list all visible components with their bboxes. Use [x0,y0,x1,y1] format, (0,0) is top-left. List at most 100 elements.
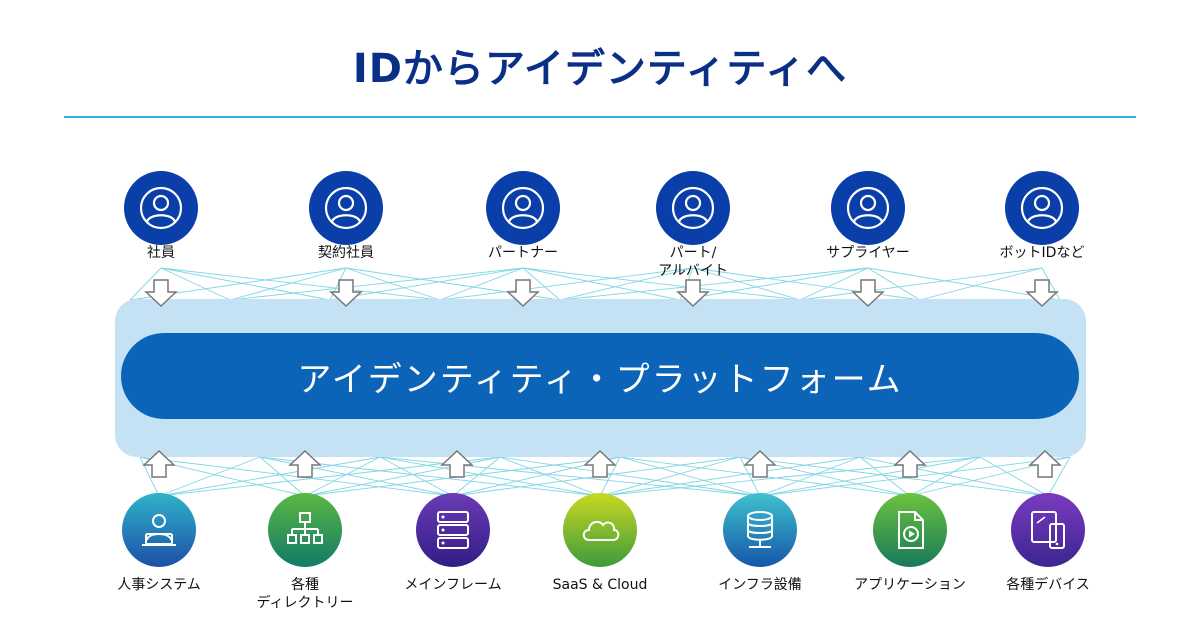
source-node-applications [873,493,947,567]
up-arrow-icon [583,449,617,478]
person-laptop-icon [142,514,176,546]
connector-line [867,267,921,301]
source-node-directories [268,493,342,567]
up-arrow-icon [142,449,176,478]
connector-line [522,267,561,301]
up-arrow-icon [288,449,322,478]
connector-line [859,456,1049,497]
connector-line [158,456,381,497]
source-node-hr-system [122,493,196,567]
platform-label: アイデンティティ・プラットフォーム [297,359,903,400]
title-divider [64,116,1136,118]
devices-icon [1031,511,1065,549]
down-arrow-icon [1025,279,1059,308]
connector-line [919,267,1043,301]
user-node-partner [486,171,560,245]
connector-line [259,456,306,497]
user-label-employee: 社員 [147,245,175,261]
connector-line [522,267,801,301]
user-icon [139,186,183,230]
source-label-directories: 各種ディレクトリー [256,577,354,611]
down-arrow-icon [506,279,540,308]
user-node-bot-id [1005,171,1079,245]
user-label-contract-employee: 契約社員 [318,245,374,261]
connector-line [599,456,621,497]
connector-line [304,456,381,497]
diagram-title: IDからアイデンティティへ [352,46,848,92]
connector-line [329,267,524,301]
user-label-part-time: パート/アルバイト [658,245,728,279]
connector-line [158,456,261,497]
user-icon [501,186,545,230]
source-label-mainframe: メインフレーム [404,577,502,593]
connector-line [129,267,162,301]
cloud-icon [582,520,620,541]
down-arrow-icon [851,279,885,308]
user-node-part-time [656,171,730,245]
connector-line [739,456,1049,497]
user-label-supplier: サプライヤー [826,245,910,261]
connector-line [229,267,347,301]
connector-line [499,456,761,497]
up-arrow-icon [743,449,777,478]
connector-line [379,456,601,497]
connector-line [139,456,454,497]
connector-line [1041,267,1061,301]
connector-line [859,456,911,497]
connector-line [692,267,921,301]
source-node-saas-cloud [563,493,637,567]
up-arrow-icon [440,449,474,478]
connector-line [439,267,694,301]
connector-line [379,456,454,497]
source-label-devices: 各種デバイス [1006,577,1090,593]
user-node-contract-employee [309,171,383,245]
connector-line [439,267,524,301]
connector-line [522,267,681,301]
connector-line [799,267,869,301]
user-icon [846,186,890,230]
connector-line [979,456,1049,497]
identity-platform: アイデンティティ・プラットフォーム [121,333,1079,419]
org-chart-icon [287,512,323,544]
up-arrow-icon [1028,449,1062,478]
source-node-devices [1011,493,1085,567]
database-icon [747,511,773,548]
connector-line [229,267,524,301]
connector-line [345,267,441,301]
connector-line [692,267,801,301]
down-arrow-icon [144,279,178,308]
connector-line [160,267,441,301]
connector-line [452,456,501,497]
connector-line [679,267,869,301]
app-file-icon [898,511,924,549]
connector-line [599,456,741,497]
user-icon [1020,186,1064,230]
connector-line [867,267,1061,301]
connector-line [329,267,347,301]
source-node-infrastructure [723,493,797,567]
user-icon [671,186,715,230]
user-node-employee [124,171,198,245]
connector-line [559,267,869,301]
connector-line [619,456,761,497]
user-label-bot-id: ボットIDなど [999,245,1085,261]
connector-line [139,456,160,497]
connector-line [599,456,861,497]
source-label-infrastructure: インフラ設備 [718,577,802,593]
user-label-partner: パートナー [488,245,558,261]
connector-line [759,456,861,497]
source-node-mainframe [416,493,490,567]
user-icon [324,186,368,230]
down-arrow-icon [329,279,363,308]
server-rack-icon [437,511,469,549]
connector-line [499,456,601,497]
connector-line [1047,456,1071,497]
up-arrow-icon [893,449,927,478]
connector-line [909,456,981,497]
source-label-saas-cloud: SaaS & Cloud [552,577,648,593]
source-label-hr-system: 人事システム [117,577,201,593]
user-node-supplier [831,171,905,245]
connector-line [759,456,981,497]
connector-line [160,267,231,301]
